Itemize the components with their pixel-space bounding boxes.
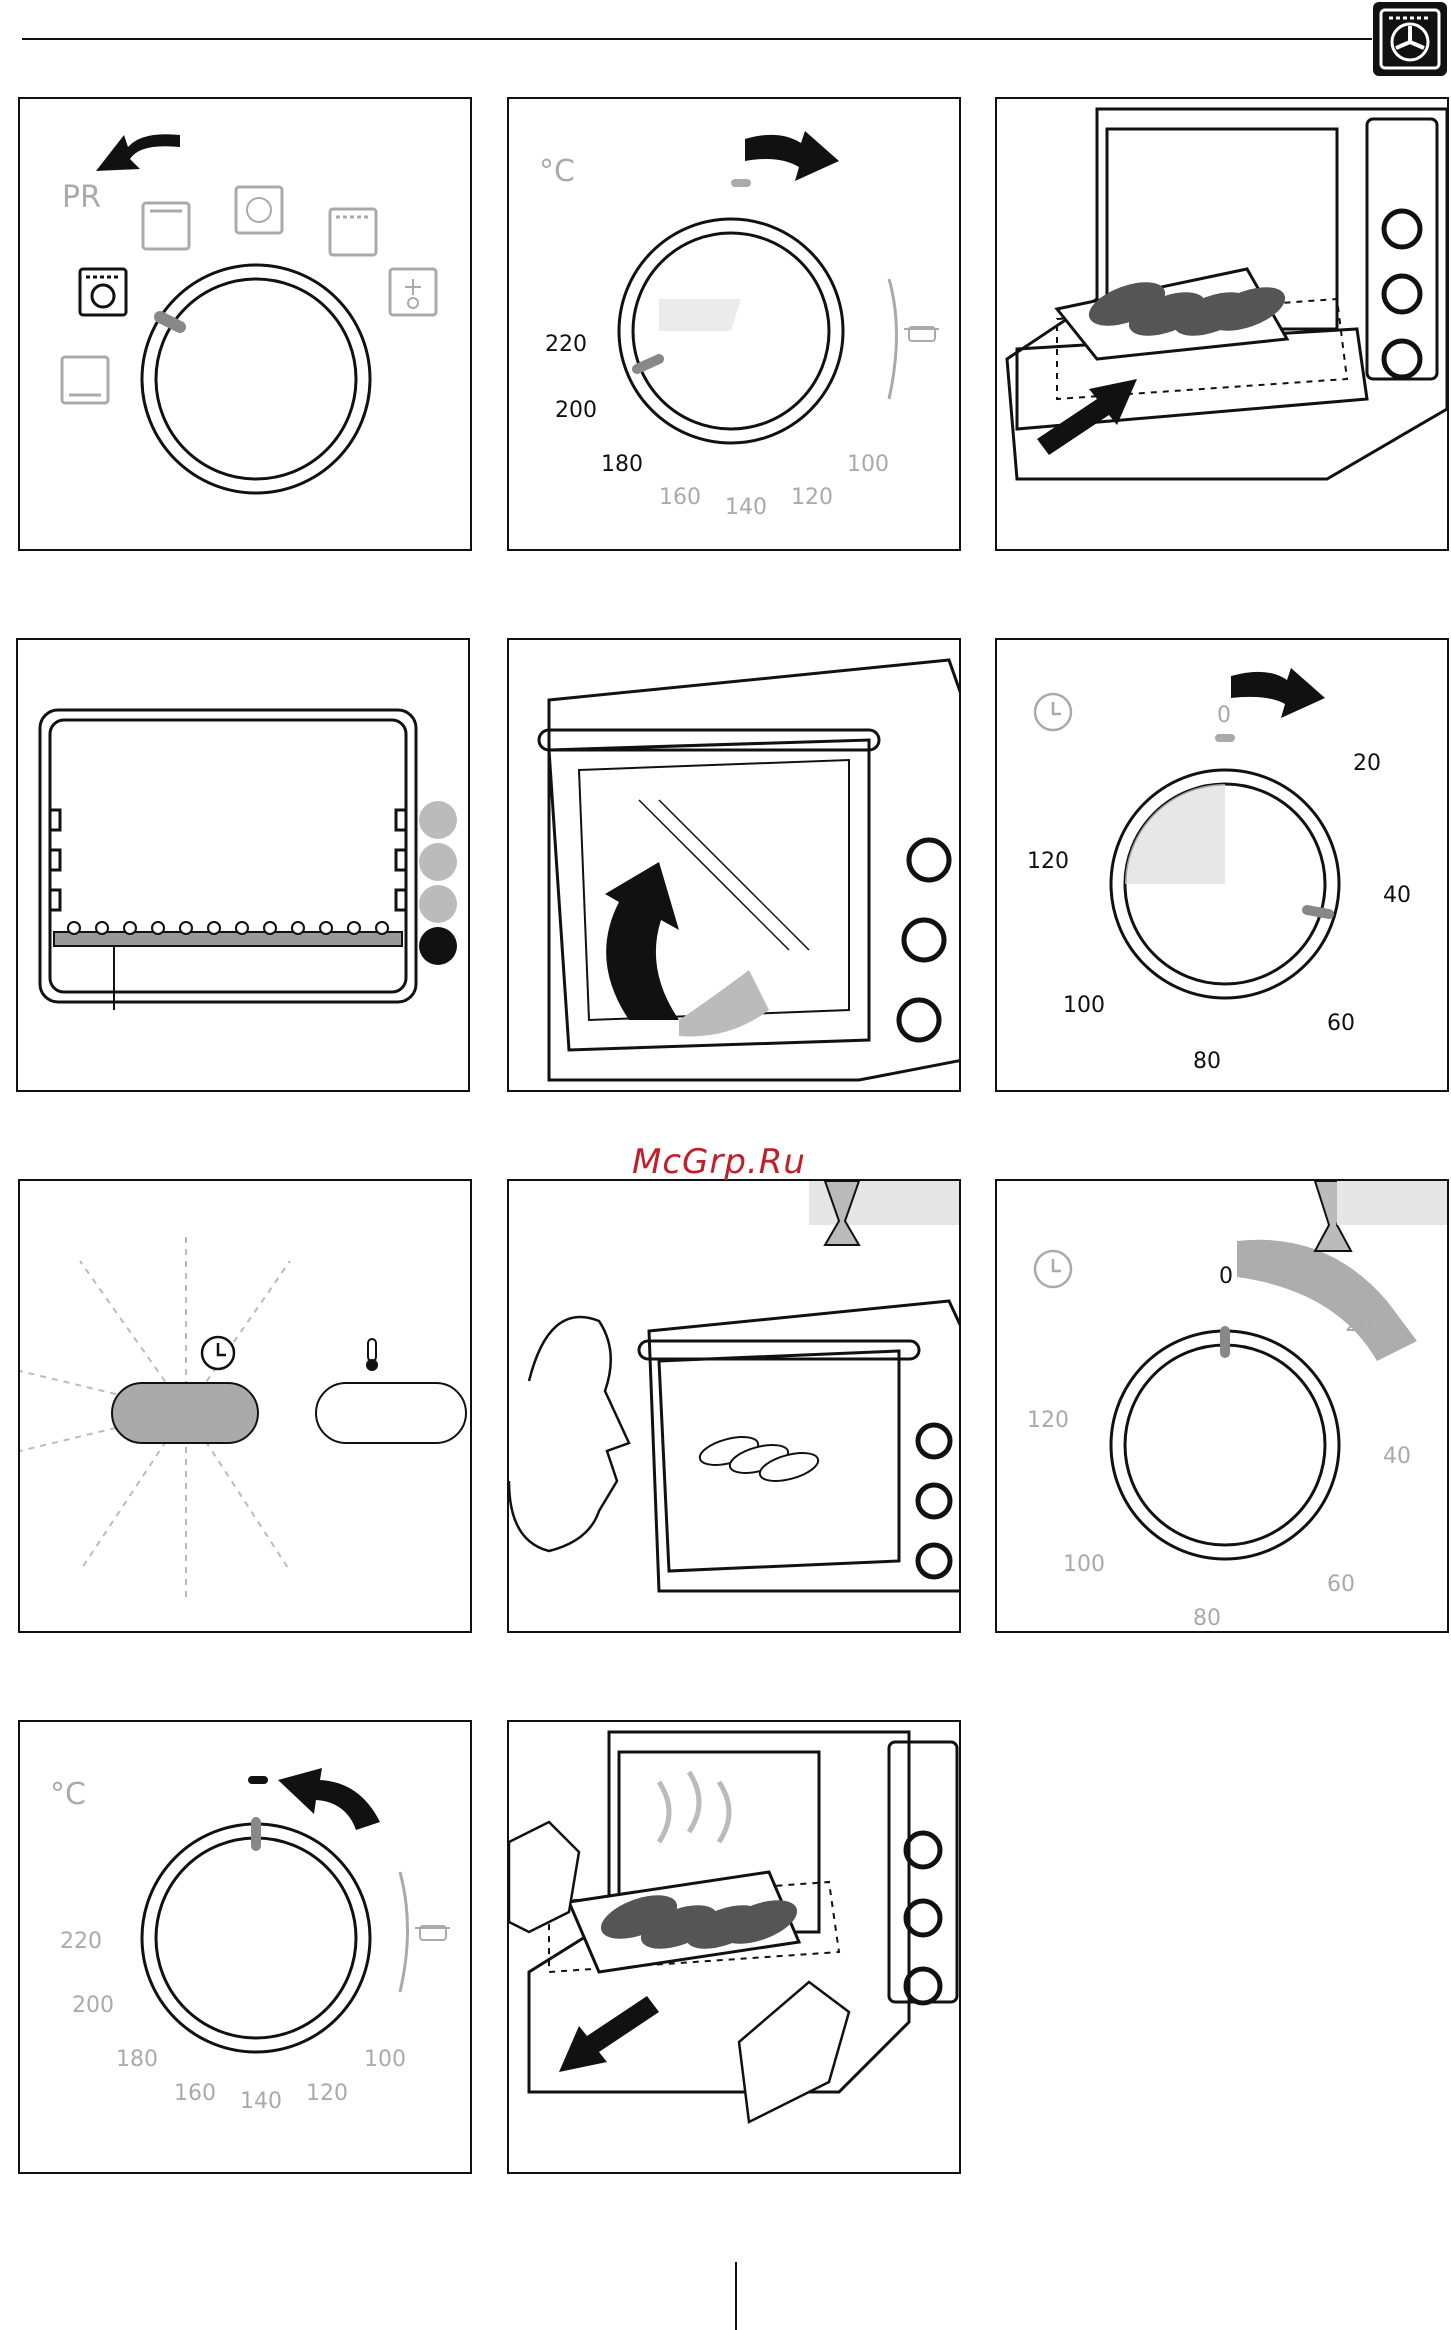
panel-timer-countdown: 0 20 40 60 80 100 120 (995, 1179, 1449, 1633)
knob-outer-ring (142, 265, 370, 493)
oven-mitt-left (509, 1822, 579, 1932)
knob-3 (1384, 341, 1420, 377)
cavity-outline (40, 710, 416, 1002)
panel-insert-tray (995, 97, 1449, 551)
temp-180: 180 (601, 452, 643, 477)
panel-temperature-set: °C 220 200 180 160 140 120 100 (507, 97, 961, 551)
knob-3 (899, 1000, 939, 1040)
oven-fan-icon (1373, 2, 1447, 76)
timer-20: 20 (1353, 751, 1381, 776)
temp-160: 160 (659, 485, 701, 510)
steam-icon (659, 1772, 729, 1842)
heating-element (54, 932, 402, 946)
shelf-level-2 (419, 885, 457, 923)
panel-close-door (507, 638, 961, 1092)
thermometer-icon (366, 1339, 378, 1371)
knob-1 (909, 840, 949, 880)
panel-temperature-off: °C 220 200 180 160 140 120 100 (18, 1720, 472, 2174)
temperature-unit: °C (539, 154, 575, 189)
watermark: McGrp.Ru (632, 1142, 806, 1182)
shelf-level-1 (419, 927, 457, 965)
timer-0: 0 (1219, 1264, 1233, 1289)
temp-100: 100 (364, 2047, 406, 2072)
knob-2 (1384, 276, 1420, 312)
temp-120: 120 (306, 2081, 348, 2106)
rotate-left-arrow-icon (278, 1768, 380, 1830)
pot-icon (904, 327, 939, 341)
timer-80: 80 (1193, 1049, 1221, 1074)
knob-1 (1384, 211, 1420, 247)
mode-label: PR (62, 180, 101, 215)
panel-wait-observe (507, 1179, 961, 1633)
off-mark (248, 1776, 268, 1784)
shelf-level-4 (419, 801, 457, 839)
page-divider (735, 2262, 737, 2330)
temp-160: 160 (174, 2081, 216, 2106)
timer-120: 120 (1027, 849, 1069, 874)
timer-20: 20 (1345, 1312, 1373, 1337)
timer-80: 80 (1193, 1606, 1221, 1631)
shelf-level-3 (419, 843, 457, 881)
temp-180: 180 (116, 2047, 158, 2072)
rotate-right-arrow-icon (1231, 668, 1325, 718)
panel-function-selector: PR (18, 97, 472, 551)
temp-140: 140 (240, 2089, 282, 2114)
clock-icon (1035, 694, 1071, 730)
panel-remove-tray (507, 1720, 961, 2174)
food-rolls (697, 1432, 821, 1487)
header-rule (22, 38, 1372, 40)
timer-60: 60 (1327, 1572, 1355, 1597)
close-door-arrow-icon (605, 862, 679, 1020)
panel-timer-set: 0 20 40 60 80 100 120 (995, 638, 1449, 1092)
push-in-arrow-icon (1037, 379, 1137, 455)
fan-mode-icon (236, 187, 282, 233)
temp-220: 220 (545, 332, 587, 357)
timer-40: 40 (1383, 1444, 1411, 1469)
clock-icon (1035, 1251, 1071, 1287)
clock-icon (202, 1337, 234, 1369)
timer-120: 120 (1027, 1408, 1069, 1433)
off-mark (731, 179, 751, 187)
temp-140: 140 (725, 495, 767, 520)
fan-grill-mode-icon (80, 269, 126, 315)
timer-60: 60 (1327, 1011, 1355, 1036)
timer-0: 0 (1217, 703, 1231, 728)
face-profile (509, 1317, 629, 1551)
temp-120: 120 (791, 485, 833, 510)
pot-icon (415, 1926, 450, 1940)
grill-mode-icon (143, 203, 189, 249)
rotate-left-arrow-icon (96, 134, 180, 171)
temperature-unit: °C (50, 1777, 86, 1812)
thermostat-indicator (316, 1383, 466, 1443)
timer-100: 100 (1063, 1552, 1105, 1577)
temp-200: 200 (555, 398, 597, 423)
panel-indicators (18, 1179, 472, 1633)
temp-100: 100 (847, 452, 889, 477)
timer-100: 100 (1063, 993, 1105, 1018)
knob-2 (904, 920, 944, 960)
temp-200: 200 (72, 1993, 114, 2018)
oven-mitt-right (739, 1982, 849, 2122)
timer-40: 40 (1383, 883, 1411, 908)
timer-indicator-lit (112, 1383, 258, 1443)
bottom-heat-mode-icon (62, 357, 108, 403)
rotate-right-arrow-icon (745, 131, 839, 181)
pull-out-arrow-icon (559, 1996, 659, 2072)
panel-shelf-positions (16, 638, 470, 1092)
knob-inner-ring (156, 279, 356, 479)
temp-220: 220 (60, 1929, 102, 1954)
defrost-mode-icon (390, 269, 436, 315)
top-heat-mode-icon (330, 209, 376, 255)
